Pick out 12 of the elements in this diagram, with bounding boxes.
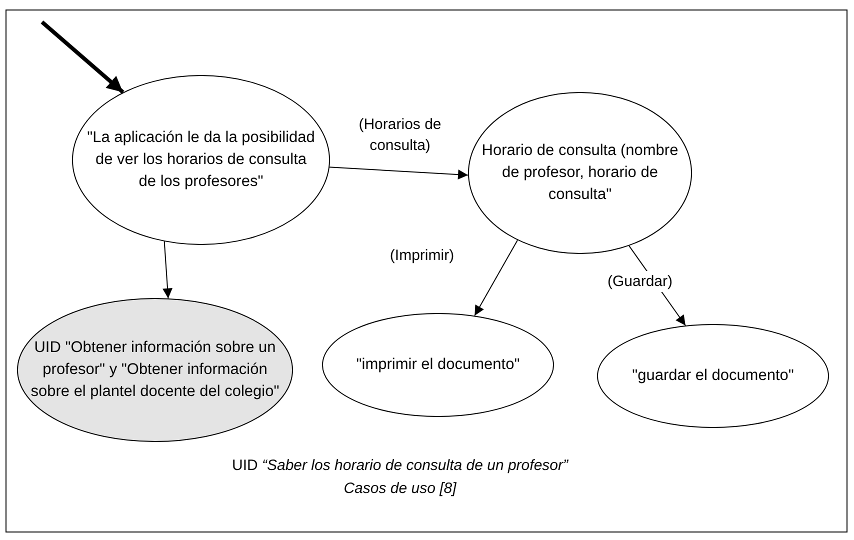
use-case-text: "guardar el documento" [631, 366, 795, 386]
arrow [329, 166, 469, 180]
caption: UID “Saber los horario de consulta de un profesor” [230, 457, 570, 474]
use-case-text: UID "Obtener información sobre un profesor" y "Obtener información sobre el plantel docente del colegio" [30, 338, 280, 402]
use-case-text: Horario de consulta (nombre de profesor, horario de consulta" [480, 141, 680, 205]
caption-note: Casos de uso [8] [342, 480, 458, 497]
edge-label: (Guardar) [605, 271, 675, 292]
arrow [162, 241, 172, 299]
arrow [474, 240, 518, 316]
use-case-text: "imprimir el documento" [355, 355, 521, 375]
use-case-text: "La aplicación le da la posibilidad de ver los horarios de consulta de los profesores" [86, 128, 316, 192]
arrow [40, 20, 124, 94]
